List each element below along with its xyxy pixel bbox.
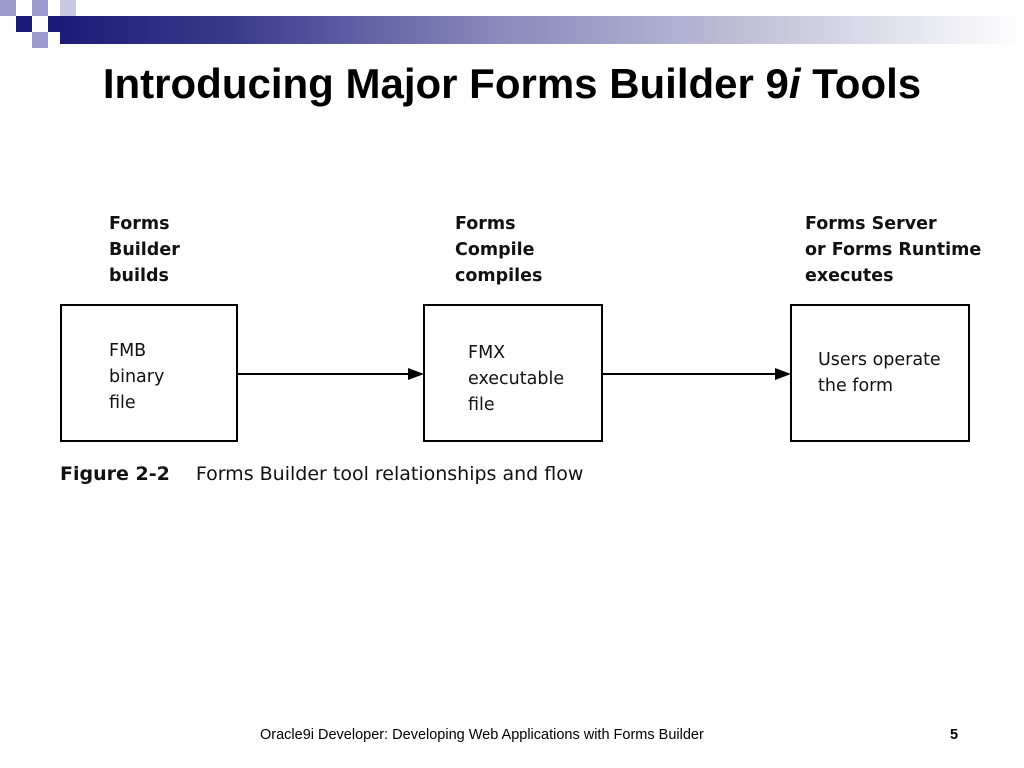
fmb-box-line: FMB (109, 341, 147, 361)
fmx-box-line: executable (468, 369, 565, 389)
title-main: Introducing Major Forms Builder 9 (102, 60, 789, 107)
title-end: Tools (800, 60, 922, 107)
decor-square-5 (32, 32, 48, 48)
stage-2-label-line: Forms (455, 214, 516, 234)
stage-3-label: Forms Server or Forms Runtime executes (805, 211, 981, 289)
title-italic: i (788, 60, 801, 107)
stage-2-label-line: Compile (455, 240, 535, 260)
stage-1-label-line: Builder (109, 240, 180, 260)
users-operate-text: Users operate the form (818, 347, 941, 399)
fmx-box-line: FMX (468, 343, 506, 363)
decor-square-2 (16, 16, 32, 32)
fmx-file-text: FMX executable file (468, 340, 564, 418)
decor-square-3 (32, 0, 48, 16)
stage-3-label-line: Forms Server (805, 214, 937, 234)
stage-1-label-line: Forms (109, 214, 170, 234)
arrow-compile-to-runtime (603, 368, 791, 380)
runtime-box-line: Users operate (818, 350, 941, 370)
stage-2-label-line: compiles (455, 266, 543, 286)
fmb-box-line: file (109, 393, 136, 413)
stage-1-label-line: builds (109, 266, 169, 286)
fmb-file-box (60, 304, 238, 442)
fmx-box-line: file (468, 395, 495, 415)
stage-1-label: Forms Builder builds (109, 211, 180, 289)
arrow-builder-to-compile (238, 368, 424, 380)
fmb-file-text: FMB binary file (109, 338, 164, 416)
decor-square-6 (60, 0, 76, 16)
stage-3-label-line: or Forms Runtime (805, 240, 982, 260)
stage-3-label-line: executes (805, 266, 894, 286)
figure-caption-text: Forms Builder tool relationships and flo… (195, 463, 584, 485)
decor-square-1 (0, 0, 16, 16)
footer-text: Oracle9i Developer: Developing Web Appli… (260, 727, 704, 743)
fmb-box-line: binary (109, 367, 165, 387)
users-operate-box (790, 304, 970, 442)
header-band (60, 16, 1024, 44)
figure-number: Figure 2-2 (60, 463, 170, 485)
slide-title: Introducing Major Forms Builder 9i Tools (0, 58, 1024, 110)
page-number: 5 (950, 727, 959, 743)
fmx-file-box (423, 304, 603, 442)
runtime-box-line: the form (818, 376, 894, 396)
stage-2-label: Forms Compile compiles (455, 211, 542, 289)
figure-caption: Figure 2-2 Forms Builder tool relationshi… (60, 463, 583, 485)
decor-square-4 (48, 16, 60, 32)
